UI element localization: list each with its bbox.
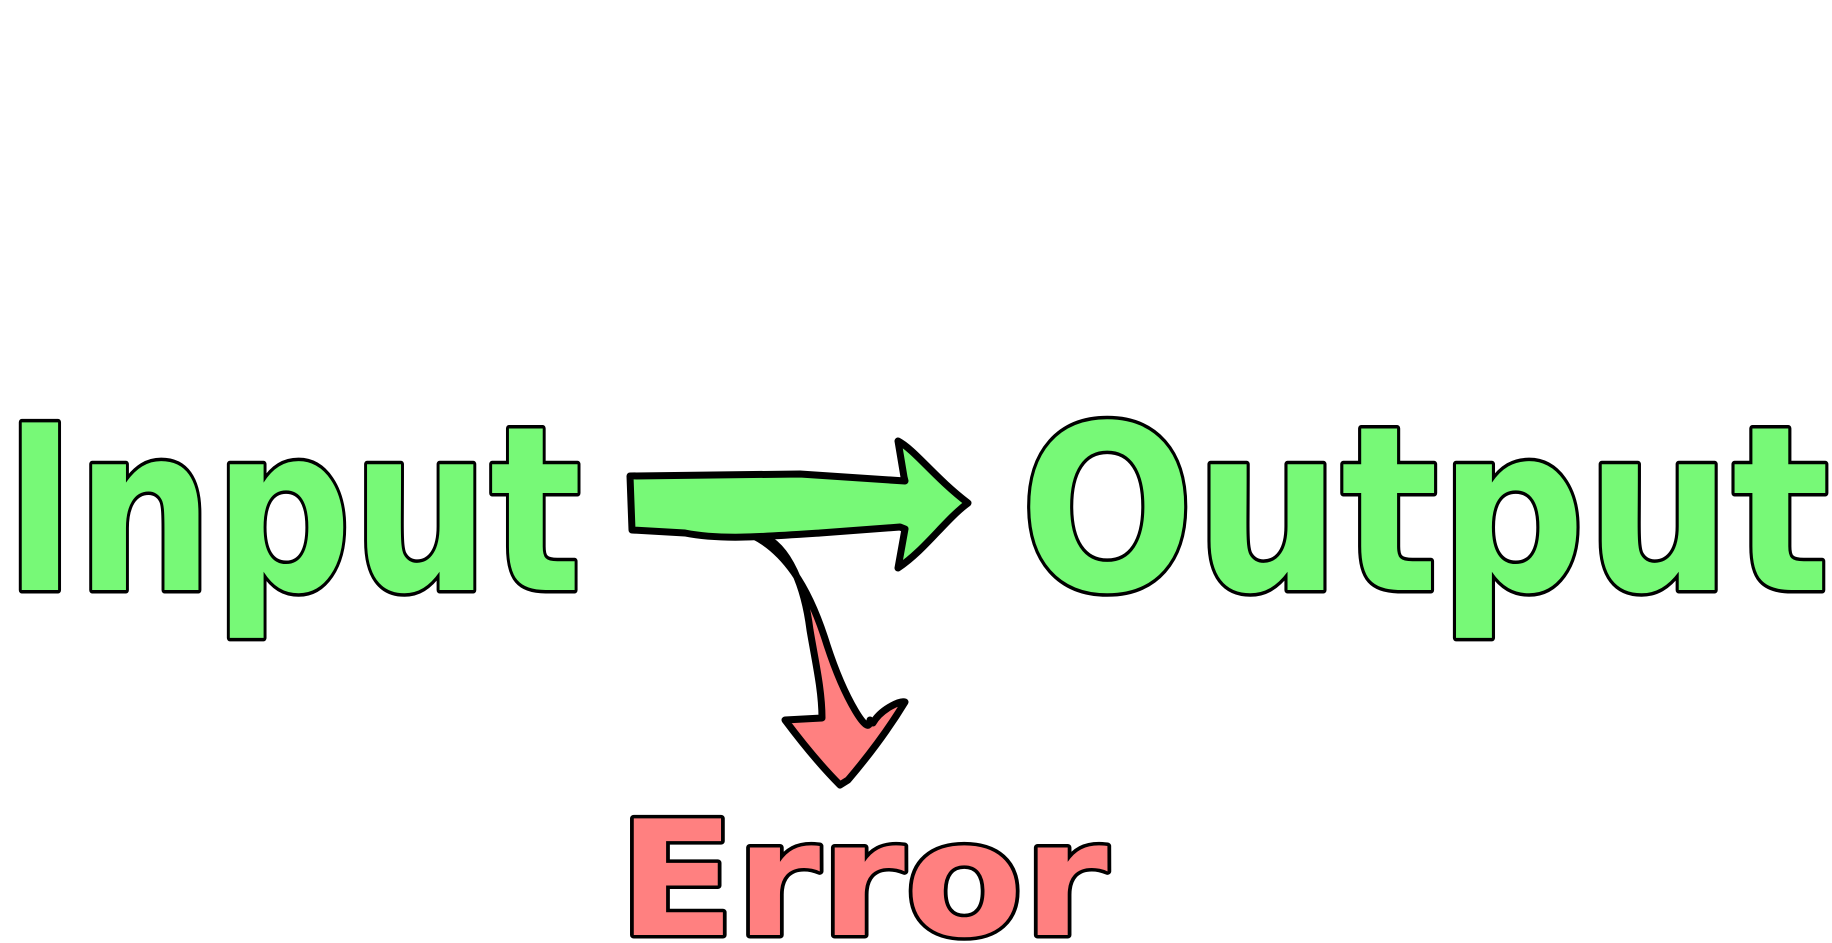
error-arrow — [736, 526, 909, 789]
success-arrow — [626, 437, 972, 572]
input-label: Input — [4, 378, 582, 645]
output-label: Output — [1020, 378, 1830, 645]
error-label: Error — [618, 786, 1108, 943]
